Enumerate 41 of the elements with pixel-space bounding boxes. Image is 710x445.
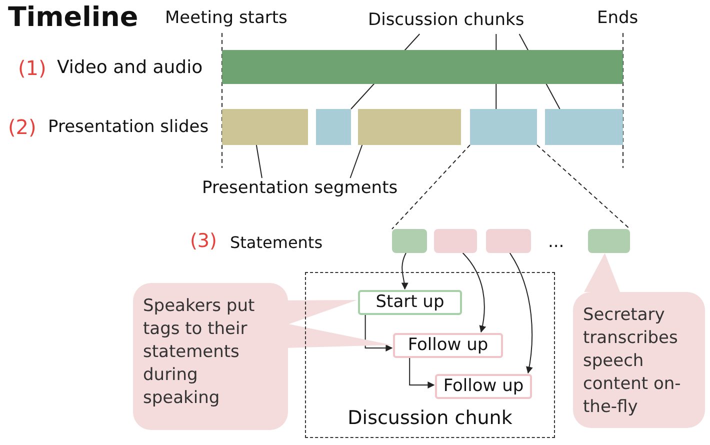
arrow — [364, 314, 393, 352]
annotation-text: Presentation segments — [202, 178, 398, 198]
frame-title: Discussion chunk — [346, 407, 514, 429]
dashed-frame — [305, 272, 555, 438]
row-number: (3) — [190, 230, 217, 252]
callout-tail — [584, 253, 620, 292]
statement-bar — [588, 229, 630, 253]
row-label: Statements — [230, 233, 323, 252]
speech-bubble: Secretary transcribes speech content on-the-fly — [573, 292, 705, 428]
row-number: (1) — [18, 56, 46, 80]
chunk-bar — [316, 109, 351, 145]
ellipsis-text: ... — [548, 232, 564, 252]
row-number: (2) — [8, 115, 36, 139]
zoom-line — [392, 144, 470, 230]
chunk-bar — [545, 109, 623, 145]
leader-line — [350, 144, 363, 178]
statement-bar — [486, 229, 531, 253]
callout-tail — [288, 300, 357, 324]
title: Timeline — [8, 2, 138, 33]
tag-box: Follow up — [435, 374, 532, 399]
arrow — [462, 252, 486, 333]
marker-label: Ends — [597, 8, 638, 28]
speech-bubble: Speakers put tags to their statements during speaking — [133, 283, 288, 430]
statement-bar — [392, 229, 427, 253]
segment-bar — [358, 109, 461, 145]
arrow — [409, 356, 435, 388]
segment-bar — [222, 109, 308, 145]
row-label: Presentation slides — [48, 117, 209, 137]
chunk-bar — [470, 109, 537, 145]
zoom-line — [536, 144, 630, 230]
statement-bar — [434, 229, 477, 253]
timeline-bar — [222, 50, 623, 84]
annotation-text: Discussion chunks — [368, 10, 524, 30]
row-label: Video and audio — [57, 57, 203, 78]
arrow — [401, 252, 408, 290]
tag-box: Start up — [358, 290, 462, 315]
leader-line — [256, 144, 262, 178]
tag-box: Follow up — [393, 333, 503, 358]
marker-label: Meeting starts — [165, 8, 288, 28]
callout-tail — [288, 324, 392, 348]
arrow — [509, 252, 533, 374]
